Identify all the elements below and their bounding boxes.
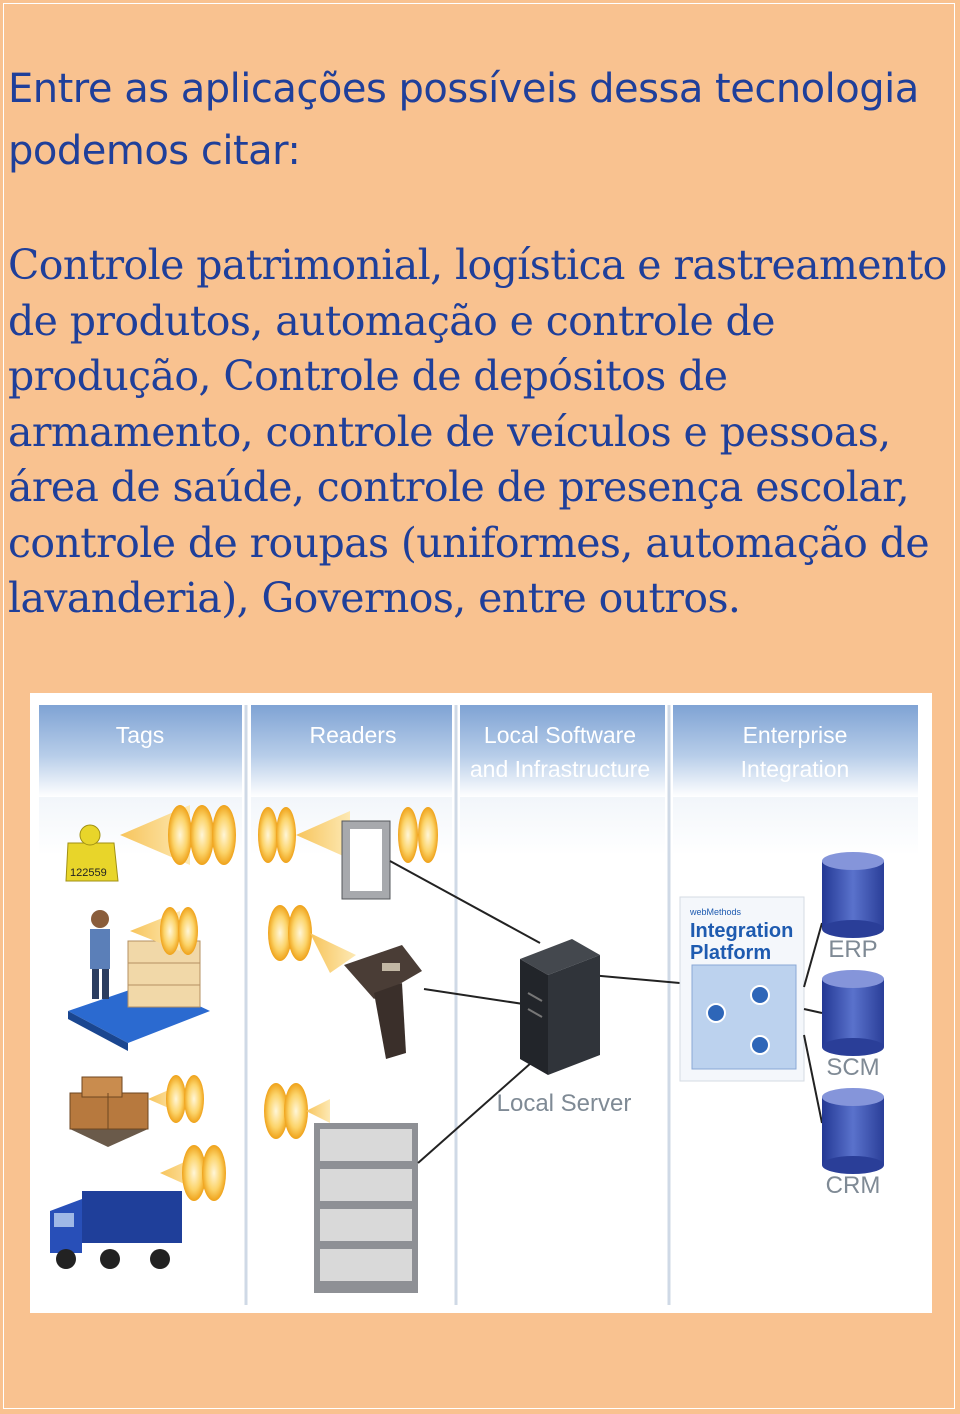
body-line-5: área de saúde, controle de presença esco… bbox=[8, 463, 910, 511]
platform-title-2: Platform bbox=[690, 942, 771, 964]
header-local-software-1: Local Software bbox=[484, 722, 636, 748]
local-server-label: Local Server bbox=[497, 1090, 632, 1117]
header-enterprise-1: Enterprise bbox=[743, 722, 848, 748]
body-line-6: controle de roupas (uniformes, automação… bbox=[8, 518, 930, 567]
rf-wave-icon bbox=[148, 1075, 204, 1123]
body-line-7: lavanderia), Governos, entre outros. bbox=[8, 574, 741, 622]
server-icon bbox=[520, 939, 600, 1075]
erp-database-icon bbox=[822, 852, 884, 938]
connection-line bbox=[417, 1054, 541, 1164]
body-line-3: produção, Controle de depósitos de bbox=[8, 352, 728, 400]
header-readers: Readers bbox=[310, 722, 397, 748]
erp-label: ERP bbox=[828, 936, 877, 963]
platform-title-1: Integration bbox=[690, 920, 793, 942]
column-software-header bbox=[460, 705, 665, 797]
column-enterprise-header bbox=[673, 705, 918, 797]
worker-pallet-icon bbox=[68, 910, 210, 1051]
rf-wave-icon bbox=[160, 1145, 226, 1201]
connection-line bbox=[803, 1008, 823, 1014]
header-tags: Tags bbox=[116, 722, 165, 748]
column-readers-header bbox=[251, 705, 452, 797]
connection-line bbox=[423, 988, 531, 1006]
rf-wave-icon bbox=[264, 1083, 330, 1139]
platform-vendor-label: webMethods bbox=[689, 907, 742, 917]
connection-line bbox=[803, 1034, 823, 1124]
rf-wave-icon bbox=[130, 907, 198, 955]
rf-wave-icon bbox=[268, 905, 356, 973]
rf-wave-icon bbox=[258, 807, 438, 863]
crm-label: CRM bbox=[826, 1172, 881, 1199]
body-paragraph: Controle patrimonial, logística e rastre… bbox=[8, 238, 953, 627]
column-tags-header bbox=[39, 705, 242, 797]
page-border bbox=[3, 3, 955, 1409]
truck-icon bbox=[50, 1191, 182, 1269]
scm-database-icon bbox=[822, 970, 884, 1056]
header-enterprise-2: Integration bbox=[741, 756, 850, 782]
body-line-2: de produtos, automação e controle de bbox=[8, 296, 775, 345]
tag-number: 122559 bbox=[70, 867, 107, 879]
integration-platform-box: webMethods Integration Platform bbox=[679, 896, 805, 1082]
heading-line-2: podemos citar: bbox=[8, 128, 301, 174]
ear-tag-icon: 122559 bbox=[65, 824, 119, 882]
shelf-rack-icon bbox=[314, 1123, 418, 1293]
connection-line bbox=[803, 922, 823, 988]
rfid-diagram: Tags Readers Local Software and Infrastr… bbox=[39, 705, 918, 1305]
portal-reader-icon bbox=[341, 820, 391, 900]
body-line-1: Controle patrimonial, logística e rastre… bbox=[8, 241, 947, 289]
scm-label: SCM bbox=[826, 1054, 879, 1081]
rfid-architecture-figure: Tags Readers Local Software and Infrastr… bbox=[30, 693, 932, 1313]
header-local-software-2: and Infrastructure bbox=[470, 756, 650, 782]
boxes-pallet-icon bbox=[69, 1076, 149, 1147]
handheld-scanner-icon bbox=[344, 945, 422, 1059]
body-line-4: armamento, controle de veículos e pessoa… bbox=[8, 407, 891, 456]
crm-database-icon bbox=[822, 1088, 884, 1174]
connection-line bbox=[389, 860, 541, 944]
heading-line-1: Entre as aplicações possíveis dessa tecn… bbox=[8, 66, 919, 112]
rf-wave-icon bbox=[120, 805, 236, 865]
heading: Entre as aplicações possíveis dessa tecn… bbox=[8, 58, 948, 182]
